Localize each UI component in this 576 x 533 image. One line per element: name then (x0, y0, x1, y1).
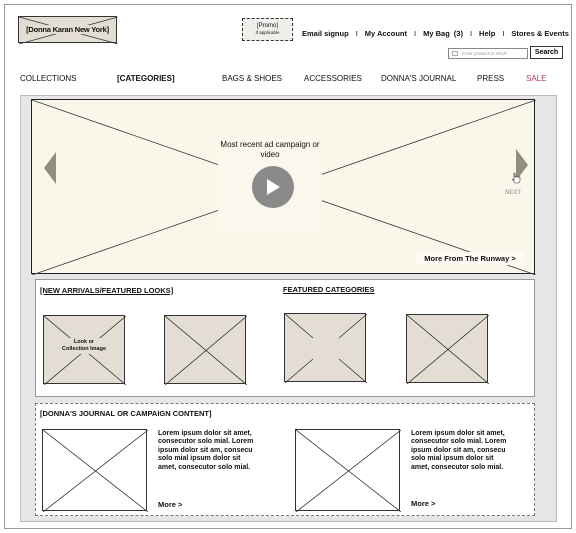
search-input[interactable]: Enter product or SKU# (448, 48, 528, 59)
nav-donnas-journal[interactable]: DONNA'S JOURNAL (381, 74, 457, 83)
my-bag-label: My Bag (423, 29, 450, 38)
journal-section: [DONNA'S JOURNAL OR CAMPAIGN CONTENT] Lo… (35, 403, 535, 516)
nav-accessories[interactable]: ACCESSORIES (304, 74, 362, 83)
journal-more-link[interactable]: More > (158, 500, 183, 509)
more-from-runway-link[interactable]: More From The Runway > (416, 252, 524, 265)
my-account-link[interactable]: My Account (364, 29, 408, 38)
search-icon (452, 51, 458, 56)
search-placeholder: Enter product or SKU# (462, 51, 508, 56)
utility-nav: Email signup I My Account I My Bag(3) I … (302, 29, 569, 38)
hero-carousel[interactable]: NEXT Most recent ad campaign or video Mo… (31, 99, 536, 275)
next-label: NEXT (505, 190, 522, 196)
nav-press[interactable]: PRESS (477, 74, 505, 83)
thumbnail-label: Look or Collection Image (62, 338, 107, 354)
nav-separator: I (414, 29, 417, 38)
image-placeholder-icon (165, 316, 247, 385)
nav-sale[interactable]: SALE (526, 74, 547, 83)
hand-cursor-icon (512, 172, 521, 184)
journal-more-link[interactable]: More > (411, 499, 436, 508)
help-link[interactable]: Help (479, 29, 496, 38)
category-thumbnail[interactable] (284, 313, 367, 383)
carousel-next-arrow-icon[interactable] (516, 149, 528, 181)
logo-text: [Donna Karan New York] (25, 25, 110, 34)
look-thumbnail[interactable] (164, 315, 247, 385)
nav-separator: I (469, 29, 473, 38)
stores-events-link[interactable]: Stores & Events (511, 29, 569, 38)
journal-excerpt: Lorem ipsum dolor sit amet, consecutor s… (158, 430, 254, 471)
bag-count: (3) (453, 29, 463, 38)
nav-collections[interactable]: COLLECTIONS (20, 74, 77, 83)
new-arrivals-title[interactable]: [NEW ARRIVALS/FEATURED LOOKS] (40, 286, 174, 295)
main-nav: COLLECTIONS [CATEGORIES] BAGS & SHOES AC… (0, 74, 576, 86)
journal-title: [DONNA'S JOURNAL OR CAMPAIGN CONTENT] (40, 409, 212, 418)
hero-media-card: Most recent ad campaign or video (218, 136, 322, 235)
journal-excerpt: Lorem ipsum dolor sit amet, consecutor s… (411, 430, 507, 471)
image-placeholder-icon (296, 430, 401, 512)
logo[interactable]: [Donna Karan New York] (18, 16, 118, 44)
journal-image[interactable] (295, 429, 401, 512)
hero-caption: Most recent ad campaign or video (220, 140, 320, 159)
carousel-prev-arrow-icon[interactable] (44, 152, 56, 184)
image-placeholder-icon (407, 315, 489, 384)
featured-looks-section: [NEW ARRIVALS/FEATURED LOOKS] FEATURED C… (35, 279, 535, 397)
my-bag-link[interactable]: My Bag(3) (423, 29, 463, 38)
category-thumbnail[interactable] (406, 314, 489, 384)
promo-subtitle: If applicable (255, 30, 280, 36)
play-icon (267, 179, 280, 195)
image-placeholder-icon (285, 314, 367, 383)
image-placeholder-icon (43, 430, 148, 512)
email-signup-link[interactable]: Email signup (302, 29, 349, 38)
search-button[interactable]: Search (530, 46, 563, 59)
nav-bags-shoes[interactable]: BAGS & SHOES (222, 74, 283, 83)
nav-separator: I (502, 29, 505, 38)
nav-categories[interactable]: [CATEGORIES] (117, 74, 175, 83)
look-thumbnail[interactable]: Look or Collection Image (43, 315, 126, 385)
featured-categories-title[interactable]: FEATURED CATEGORIES (283, 285, 375, 294)
promo-banner[interactable]: [Promo] If applicable (242, 18, 293, 41)
nav-separator: I (355, 29, 358, 38)
promo-title: [Promo] (256, 23, 278, 29)
play-button[interactable] (252, 166, 294, 208)
journal-image[interactable] (42, 429, 148, 512)
